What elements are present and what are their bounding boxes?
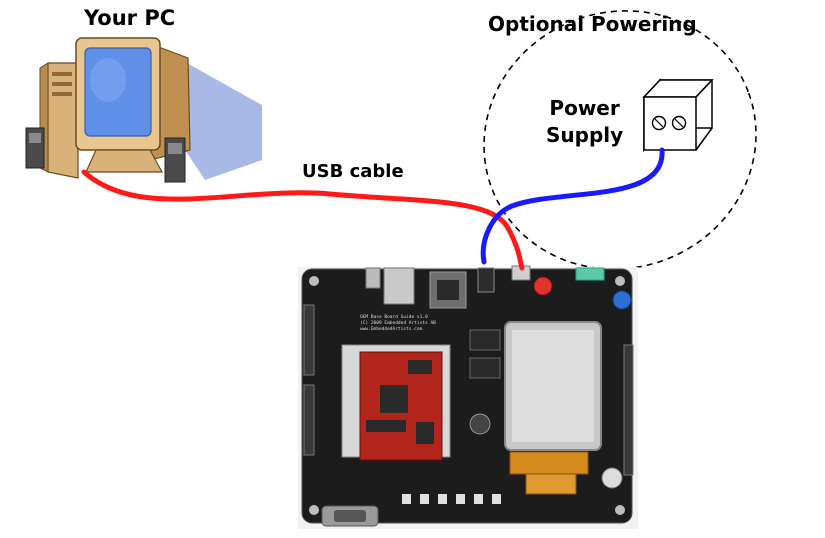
pc-speaker-right (164, 137, 186, 183)
usb-cable-label: USB cable (302, 161, 404, 182)
silkscreen-line-1: OEM Base Board Guide v1.0 (360, 314, 428, 320)
pc-label: Your PC (84, 6, 176, 30)
optional-powering-label: Optional Powering (488, 12, 697, 36)
pc-monitor (75, 37, 191, 173)
power-cable (480, 147, 665, 265)
evaluation-board: OEM Base Board Guide v1.0 (C) 2009 Embed… (298, 265, 638, 529)
silkscreen-line-3: www.EmbeddedArtists.com (360, 326, 423, 332)
lcd-flex-cable (509, 451, 589, 475)
optional-powering-region (483, 10, 757, 270)
power-supply-label-line-1: Power (549, 96, 620, 120)
pc-speaker-left (25, 127, 45, 169)
power-supply-label-line-2: Supply (546, 123, 624, 147)
silkscreen-line-2: (C) 2009 Embedded Artists AB (360, 320, 436, 326)
blue-potentiometer-icon (612, 290, 632, 310)
red-potentiometer-icon (533, 276, 553, 296)
usb-cable (81, 169, 525, 271)
pc-illustration (25, 37, 262, 183)
pc-tower (39, 62, 79, 179)
power-supply-label: Power Supply (546, 95, 623, 149)
power-supply-box (642, 78, 714, 153)
